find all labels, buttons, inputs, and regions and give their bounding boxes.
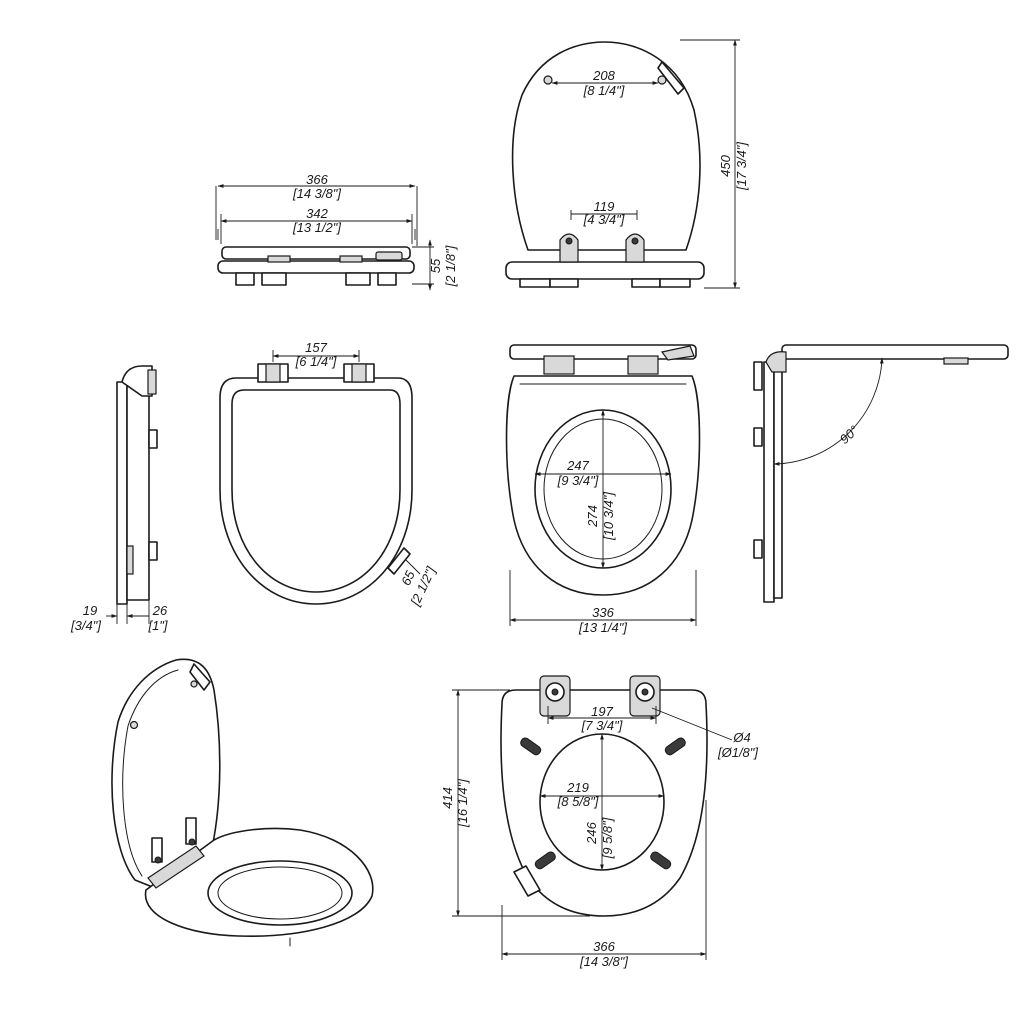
lid-button-mm: 65 (398, 568, 418, 588)
bottom-overall-width-mm: 366 (593, 939, 615, 954)
ring-inner-length-inch: [10 3/4"] (601, 492, 616, 541)
rear-hinge-spacing-mm: 208 (592, 68, 615, 83)
top-inner-width-mm: 342 (306, 206, 328, 221)
bottom-opening-width-inch: [8 5/8"] (557, 794, 599, 809)
bottom-hinge-spacing-inch: [7 3/4"] (581, 718, 623, 733)
side-view-closed (106, 365, 158, 624)
top-height-mm: 55 (428, 258, 443, 273)
open-angle-label: 90° (837, 423, 862, 447)
rear-overall-height-mm: 450 (718, 154, 733, 176)
lid-hinge-spacing-mm: 157 (305, 340, 327, 355)
side-seat-thickness-inch: [1"] (147, 618, 167, 633)
bottom-overall-length-mm: 414 (440, 787, 455, 809)
lid-hinge-spacing-inch: [6 1/4"] (295, 354, 337, 369)
lid-top-view (219, 350, 421, 605)
bottom-hole-diameter-mm: Ø4 (732, 730, 750, 745)
bottom-opening-length-mm: 246 (584, 821, 599, 844)
top-height-inch: [2 1/8"] (443, 245, 458, 287)
side-lid-thickness-inch: [3/4"] (70, 618, 101, 633)
side-seat-thickness-mm: 26 (152, 603, 168, 618)
ring-outer-width-inch: [13 1/4"] (578, 620, 627, 635)
ring-inner-width-inch: [9 3/4"] (557, 473, 599, 488)
side-view-open (753, 344, 1009, 603)
bottom-view (452, 675, 733, 960)
side-lid-thickness-mm: 19 (83, 603, 97, 618)
ring-outer-width-mm: 336 (592, 605, 614, 620)
bottom-overall-width-inch: [14 3/8"] (579, 954, 628, 969)
top-overall-width-inch: [14 3/8"] (292, 186, 341, 201)
rear-overall-height-inch: [17 3/4"] (734, 142, 749, 191)
bottom-opening-length-inch: [9 5/8"] (600, 817, 615, 859)
rear-hinge-spacing-inch: [8 1/4"] (583, 83, 625, 98)
ring-inner-length-mm: 274 (585, 505, 600, 528)
ring-top-view (505, 344, 701, 626)
bottom-overall-length-inch: [16 1/4"] (455, 779, 470, 828)
isometric-view (111, 658, 374, 947)
rear-elevation-view (505, 39, 740, 289)
front-elevation-view (215, 184, 434, 291)
bottom-opening-width-mm: 219 (566, 780, 589, 795)
top-inner-width-inch: [13 1/2"] (292, 220, 341, 235)
rear-hinge-pin-spacing-mm: 119 (594, 199, 615, 214)
top-overall-width-mm: 366 (306, 172, 328, 187)
bottom-hinge-spacing-mm: 197 (591, 704, 613, 719)
ring-inner-width-mm: 247 (566, 458, 589, 473)
rear-hinge-pin-spacing-inch: [4 3/4"] (583, 212, 625, 227)
bottom-hole-diameter-inch: [Ø1/8"] (717, 745, 758, 760)
